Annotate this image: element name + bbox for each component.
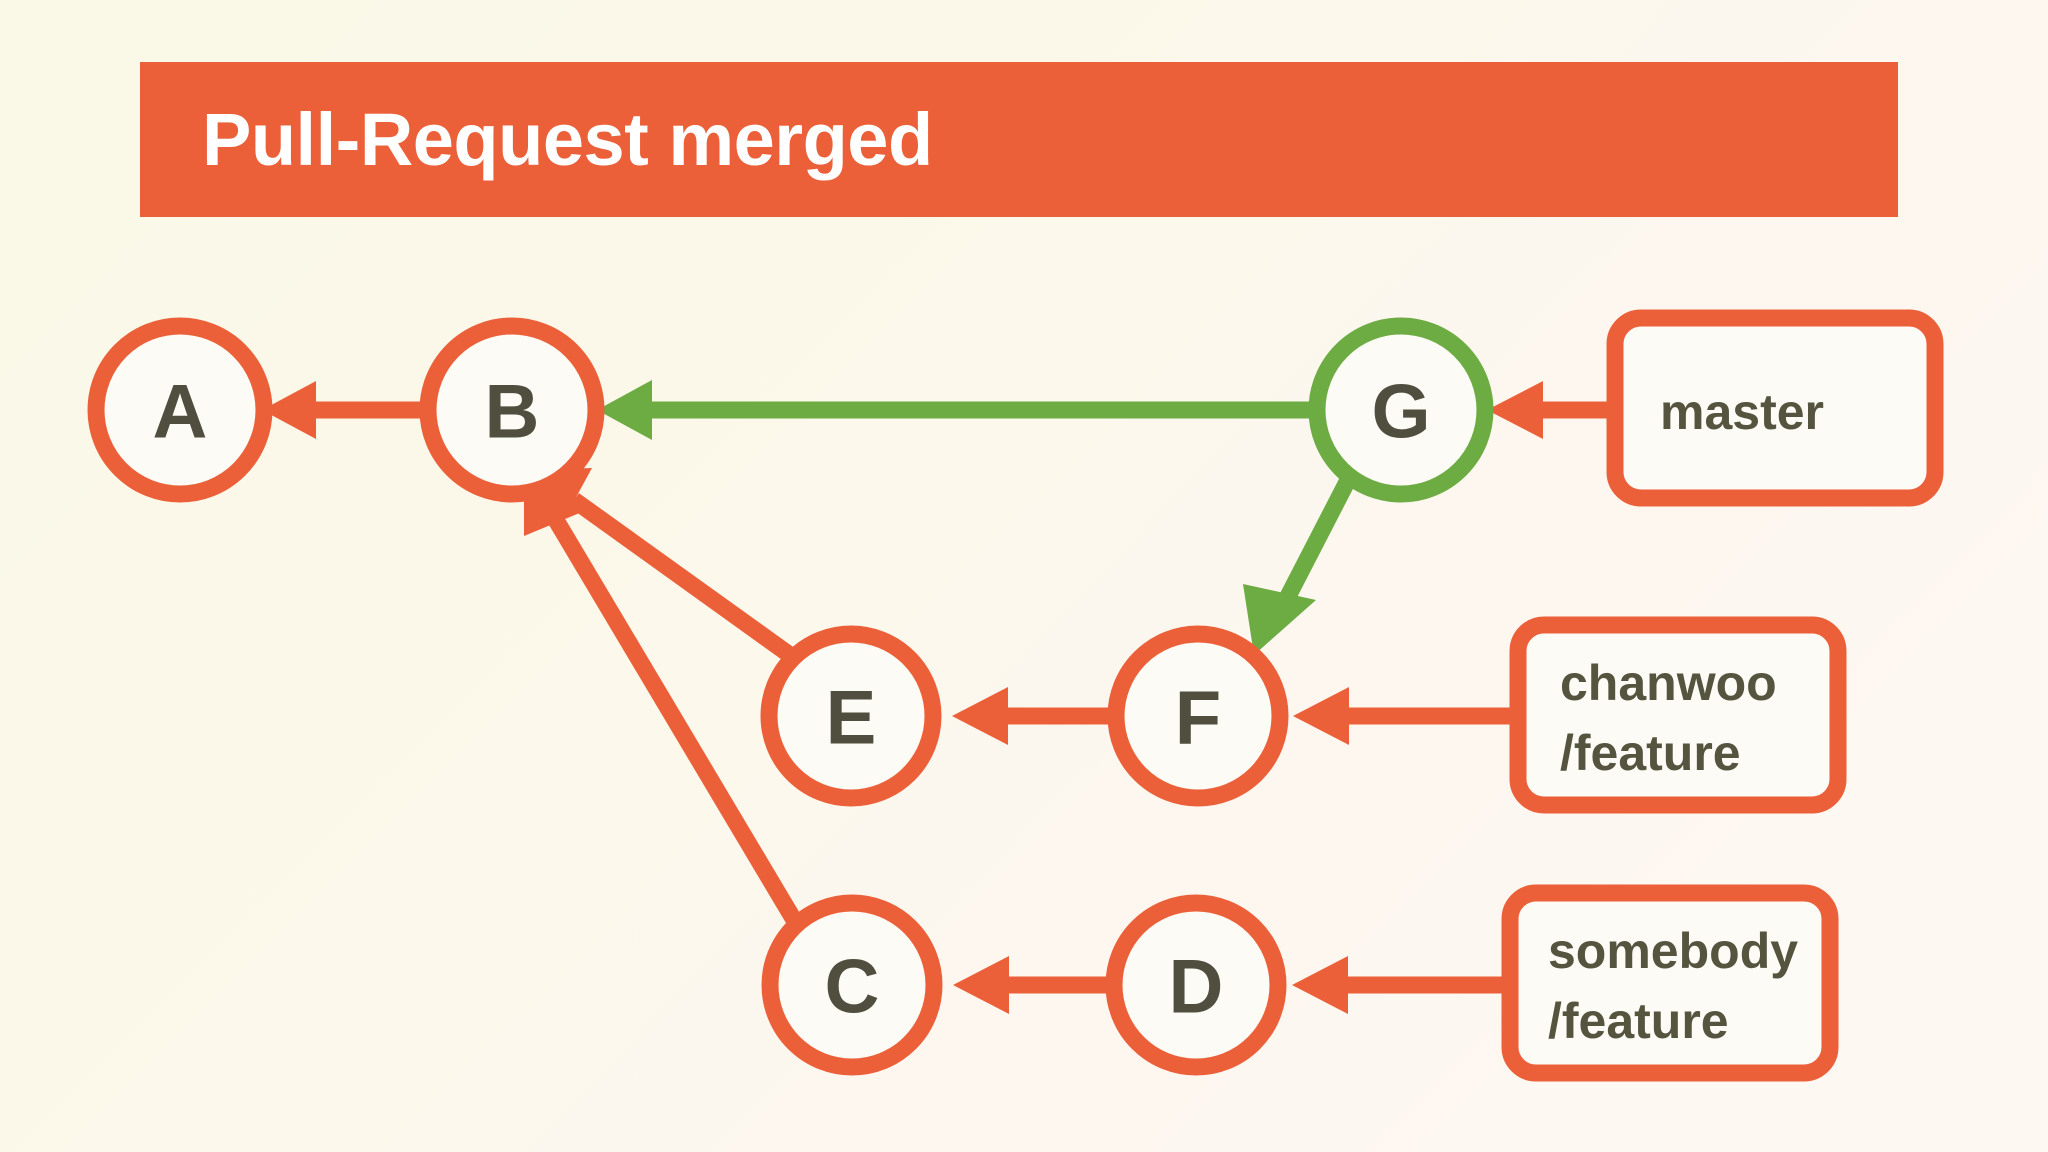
branch-label-somebody-line-2: /feature xyxy=(1548,993,1729,1049)
branch-label-chanwoo-line-1: chanwoo xyxy=(1560,655,1777,711)
branch-label-somebody-feature[interactable]: somebody /feature xyxy=(1501,884,1839,1082)
commit-node-G[interactable]: G xyxy=(1308,317,1494,503)
edge-G-to-F xyxy=(1243,476,1356,655)
branch-label-somebody-line-1: somebody xyxy=(1548,923,1798,979)
edge-B-to-A xyxy=(262,381,432,439)
commit-node-F[interactable]: F xyxy=(1107,625,1289,807)
commit-label-D: D xyxy=(1169,945,1224,1030)
edge-D-to-C xyxy=(953,956,1114,1014)
page-title: Pull-Request merged xyxy=(202,97,933,181)
branch-label-chanwoo-feature[interactable]: chanwoo /feature xyxy=(1509,616,1847,814)
edge-somebody-to-D xyxy=(1292,956,1510,1014)
commit-label-B: B xyxy=(485,370,540,455)
commit-node-E[interactable]: E xyxy=(760,625,942,807)
commit-node-C[interactable]: C xyxy=(761,894,943,1076)
header-banner: Pull-Request merged xyxy=(140,62,1898,217)
edge-G-to-B xyxy=(597,380,1317,440)
commit-label-E: E xyxy=(826,676,877,761)
branch-label-chanwoo-line-2: /feature xyxy=(1560,725,1741,781)
commit-node-D[interactable]: D xyxy=(1105,894,1287,1076)
edge-E-to-B xyxy=(531,468,799,665)
edge-chanwoo-to-F xyxy=(1293,687,1518,745)
commit-node-A[interactable]: A xyxy=(87,317,273,503)
commit-label-C: C xyxy=(825,945,880,1030)
commit-label-G: G xyxy=(1371,370,1430,455)
edge-C-to-B xyxy=(524,464,808,935)
commit-label-F: F xyxy=(1175,676,1221,761)
edge-master-to-G xyxy=(1487,381,1615,439)
commit-label-A: A xyxy=(153,370,208,455)
commit-node-B[interactable]: B xyxy=(419,317,605,503)
branch-label-master-line-1: master xyxy=(1660,384,1824,440)
branch-label-master[interactable]: master xyxy=(1606,309,1944,507)
edge-F-to-E xyxy=(952,687,1116,745)
